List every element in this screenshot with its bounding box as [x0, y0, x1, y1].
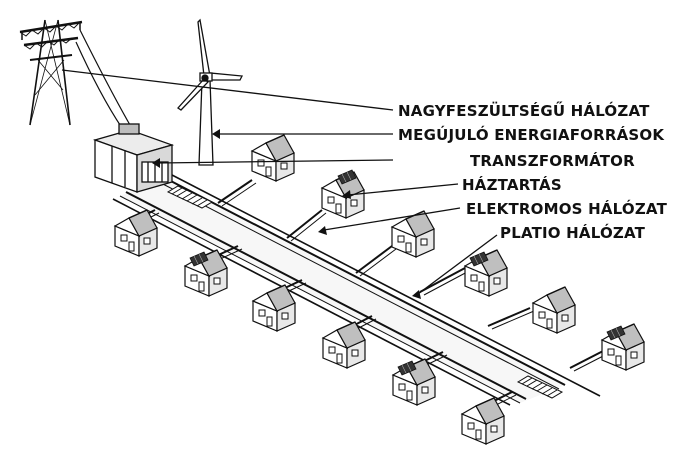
- main-network-bus: [112, 174, 601, 406]
- label-electric-network: ELEKTROMOS HÁLÓZAT: [466, 199, 668, 218]
- house-icon: [114, 209, 158, 257]
- power-pylon-icon: [19, 19, 131, 129]
- label-renewable: MEGÚJULÓ ENERGIAFORRÁSOK: [398, 125, 665, 144]
- wind-turbine-icon: [177, 18, 244, 166]
- label-platio-network: PLATIO HÁLÓZAT: [500, 223, 646, 242]
- label-household: HÁZTARTÁS: [462, 175, 562, 194]
- house-icon: [252, 284, 296, 332]
- junction-pad-right: [516, 375, 564, 399]
- junction-pad-left: [166, 185, 214, 209]
- label-transformer: TRANSZFORMÁTOR: [470, 151, 635, 170]
- house-icon: [461, 397, 505, 445]
- transformer-icon: [92, 123, 175, 193]
- house-icon: [184, 249, 228, 297]
- label-high-voltage: NAGYFESZÜLTSÉGŰ HÁLÓZAT: [398, 100, 650, 120]
- house-icon: [322, 321, 366, 369]
- house-icon: [601, 323, 645, 371]
- leader-lines: [61, 69, 498, 299]
- house-icon: [464, 249, 508, 297]
- house-icon: [532, 286, 576, 334]
- house-icon: [392, 358, 436, 406]
- house-icon: [251, 134, 295, 182]
